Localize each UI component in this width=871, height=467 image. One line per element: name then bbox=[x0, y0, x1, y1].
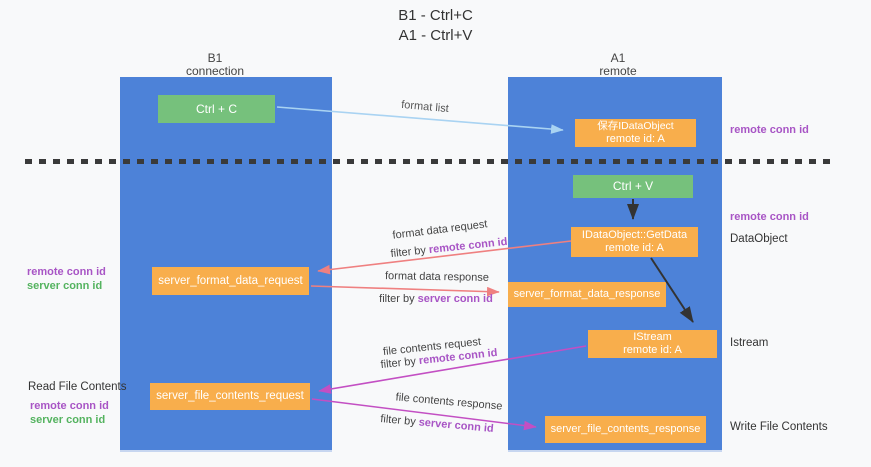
title-line-2: A1 - Ctrl+V bbox=[398, 27, 473, 44]
node-file-req-label: server_file_contents_request bbox=[156, 390, 304, 402]
filter-key-server-conn-id: server conn id bbox=[418, 416, 495, 435]
annotation-dataobject: DataObject bbox=[730, 233, 788, 245]
node-file-resp-label: server_file_contents_response bbox=[550, 423, 701, 435]
annotation-istream: Istream bbox=[730, 337, 769, 349]
node-server-format-data-request: server_format_data_request bbox=[152, 267, 309, 295]
annotation-remote-conn-id-mid: remote conn id bbox=[730, 211, 809, 223]
node-save-idataobject: 保存IDataObject remote id: A bbox=[575, 119, 696, 147]
page-title: B1 - Ctrl+C A1 - Ctrl+V bbox=[0, 6, 871, 46]
filter-key-remote-conn-id: remote conn id bbox=[428, 235, 508, 257]
node-fmt-req-label: server_format_data_request bbox=[158, 274, 303, 287]
node-idataobject-getdata: IDataObject::GetData remote id: A bbox=[571, 227, 698, 257]
title-line-1: B1 - Ctrl+C bbox=[398, 7, 473, 24]
node-istream-line1: IStream bbox=[633, 331, 672, 343]
node-getdata-line2: remote id: A bbox=[605, 242, 664, 254]
label-file-contents-response: file contents response bbox=[395, 391, 503, 413]
annotation-server-conn-id-file: server conn id bbox=[30, 414, 106, 426]
filter-prefix: filter by bbox=[379, 293, 415, 305]
filter-key-server-conn-id: server conn id bbox=[417, 293, 493, 305]
annotation-conn-ids-format: remote conn id server conn id bbox=[27, 265, 106, 293]
node-ctrl-v: Ctrl + V bbox=[573, 175, 693, 198]
node-istream: IStream remote id: A bbox=[588, 330, 717, 358]
annotation-remote-conn-id-file: remote conn id bbox=[30, 400, 109, 412]
node-server-file-contents-request: server_file_contents_request bbox=[150, 383, 310, 410]
column-header-a1: A1 remote bbox=[558, 52, 678, 78]
node-ctrl-c: Ctrl + C bbox=[158, 95, 275, 123]
node-save-line2: remote id: A bbox=[606, 133, 665, 145]
session-divider-dashed-line bbox=[25, 159, 835, 164]
column-header-b1: B1 connection bbox=[155, 52, 275, 78]
column-b1-name: B1 bbox=[207, 51, 223, 65]
annotation-write-file-contents: Write File Contents bbox=[730, 421, 828, 433]
annotation-server-conn-id-format: server conn id bbox=[27, 280, 103, 292]
filter-prefix: filter by bbox=[379, 413, 417, 429]
node-ctrl-v-label: Ctrl + V bbox=[612, 179, 654, 193]
annotation-conn-ids-file: remote conn id server conn id bbox=[30, 399, 109, 427]
label-format-list: format list bbox=[400, 98, 450, 116]
node-fmt-resp-label: server_format_data_response bbox=[513, 288, 661, 300]
node-getdata-line1: IDataObject::GetData bbox=[581, 229, 688, 241]
filter-prefix: filter by bbox=[390, 244, 427, 261]
column-a1-name: A1 bbox=[610, 51, 626, 65]
node-server-file-contents-response: server_file_contents_response bbox=[545, 416, 706, 443]
node-istream-line2: remote id: A bbox=[623, 344, 682, 356]
label-format-data-response: format data response bbox=[384, 270, 490, 284]
annotation-remote-conn-id-format: remote conn id bbox=[27, 266, 106, 278]
node-ctrl-c-label: Ctrl + C bbox=[195, 101, 237, 116]
node-save-line1: 保存IDataObject bbox=[597, 120, 674, 132]
column-a1-role: remote bbox=[599, 64, 637, 78]
filter-prefix: filter by bbox=[380, 355, 417, 372]
column-b1-role: connection bbox=[185, 64, 245, 78]
node-server-format-data-response: server_format_data_response bbox=[508, 282, 666, 307]
annotation-remote-conn-id-top: remote conn id bbox=[730, 124, 809, 136]
annotation-read-file-contents: Read File Contents bbox=[28, 381, 127, 393]
